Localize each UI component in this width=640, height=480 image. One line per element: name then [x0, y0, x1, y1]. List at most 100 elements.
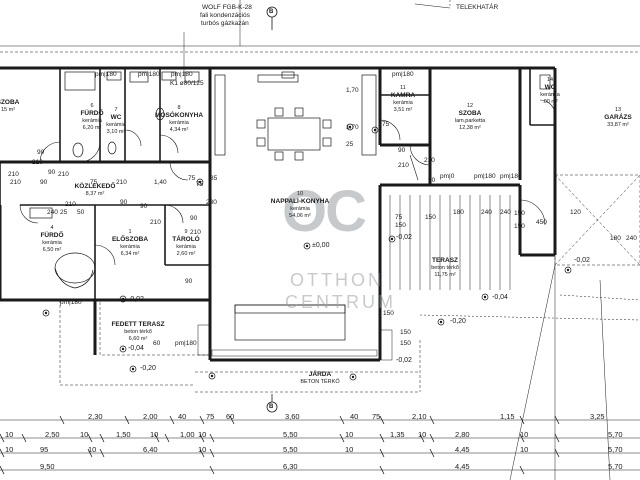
room-number: 10: [296, 191, 304, 197]
plan-label: 90: [398, 147, 406, 154]
dimension-value: 10: [5, 445, 14, 454]
plan-label: 90: [120, 199, 128, 206]
room-surface: kerámia: [393, 100, 413, 106]
room-name: SZOBA: [458, 110, 482, 117]
dimension-value: 6,40: [143, 445, 158, 454]
plan-label: 1,40: [154, 179, 167, 186]
room-surface: kerámia: [290, 206, 310, 212]
plan-label: 180: [453, 209, 464, 216]
plan-label: 230: [206, 199, 217, 206]
room-name: ELŐSZOBA: [111, 236, 149, 243]
level-label: -0,20: [140, 365, 156, 372]
dimension-value: 1,15: [500, 412, 515, 421]
watermark-logo: OC: [282, 179, 367, 244]
plan-label: pm|180: [138, 71, 160, 78]
plan-label: 90: [428, 177, 436, 184]
section-marker-top: B: [269, 9, 274, 15]
room-area: .00 m²: [542, 99, 558, 105]
room-area: 6,60 m²: [128, 336, 148, 342]
dimension-value: 4,45: [455, 462, 470, 471]
room-name: KAMRA: [390, 92, 416, 99]
level-label: -0,02: [574, 257, 590, 264]
boiler-note-2: fali kondenzációs: [200, 12, 250, 19]
plot-boundary-label: TELEKHATÁR: [456, 4, 499, 11]
dimension-value: 10: [150, 430, 159, 439]
plan-label: pm|180: [392, 71, 414, 78]
dimension-value: 2,30: [88, 412, 103, 421]
plan-label: 210: [65, 201, 76, 208]
dimension-value: 3,25: [590, 412, 605, 421]
room-name: WC: [110, 114, 122, 121]
plan-label: pm|180: [175, 340, 197, 347]
plan-label: 60: [153, 340, 161, 347]
plan-label: 210: [190, 229, 201, 236]
room-name: MOSÓKONYHA: [154, 112, 204, 119]
room-number: 11: [400, 85, 406, 91]
dimension-value: 75: [372, 412, 381, 421]
dimension-value: 10: [520, 430, 529, 439]
dimension-value: 2,80: [455, 430, 470, 439]
room-name: TERASZ: [432, 257, 458, 264]
dimension-value: 10: [198, 430, 207, 439]
plan-label: pm|180: [171, 71, 193, 78]
plan-label: 75: [90, 179, 98, 186]
plan-label: 75: [382, 121, 390, 128]
dimension-value: 2,00: [143, 412, 158, 421]
room-name: FÜRDŐ: [80, 110, 104, 117]
plan-label: 50: [77, 209, 85, 216]
dimension-value: 10: [520, 445, 529, 454]
plan-label: 240: [500, 209, 511, 216]
dimension-value: 1,35: [390, 430, 405, 439]
boiler-note-3: turbós gázkazán: [201, 20, 249, 27]
dimension-value: 1,50: [116, 430, 131, 439]
plan-label: pm|180: [474, 173, 496, 180]
room-surface: kerámia: [540, 92, 560, 98]
dimension-value: 10: [5, 430, 14, 439]
dimension-value: 75: [206, 412, 215, 421]
room-area: 6,50 m²: [42, 247, 62, 253]
plan-label: 210: [116, 179, 127, 186]
plan-label: 90: [40, 179, 48, 186]
plan-label: K1 ø80/125: [170, 80, 204, 87]
level-label: ±0,00: [312, 242, 330, 249]
dimension-value: 95: [40, 445, 49, 454]
plan-label: 1,70: [346, 87, 359, 94]
plan-label: 210: [58, 171, 69, 178]
room-surface: beton térkő: [124, 329, 152, 335]
room-surface: kerámia: [176, 244, 196, 250]
dimension-value: 2,50: [45, 430, 60, 439]
level-label: -0,02: [396, 357, 412, 364]
room-number: 8: [177, 105, 181, 111]
dimension-value: 60: [226, 412, 235, 421]
room-area: 6,20 m²: [82, 125, 102, 131]
room-number: 12: [466, 103, 474, 109]
dimension-value: 40: [178, 412, 187, 421]
plan-label: 85: [210, 175, 218, 182]
plan-label: 75: [196, 181, 204, 188]
dimension-value: 10: [198, 445, 207, 454]
plan-label: 150: [400, 329, 411, 336]
plan-label: pm|180: [95, 71, 117, 78]
level-label: -0,04: [128, 345, 144, 352]
room-name: NAPPALI-KONYHA: [270, 198, 330, 205]
level-label: -0,20: [450, 318, 466, 325]
room-area: 33,87 m²: [607, 122, 629, 128]
room-name: SZOBA: [0, 99, 20, 106]
plan-label: 25: [346, 141, 354, 148]
dimension-value: 40: [350, 412, 359, 421]
room-surface: kerámia: [169, 120, 189, 126]
boiler-note-1: WOLF FGB-K-28: [202, 4, 252, 11]
plan-label: pm|0: [440, 173, 455, 180]
room-surface: kerámia: [82, 118, 102, 124]
plan-label: 120: [570, 209, 581, 216]
room-number: 7: [114, 107, 118, 113]
plan-label: 75: [188, 175, 196, 182]
room-name: FÜRDŐ: [40, 232, 64, 239]
room-name: WC: [544, 84, 556, 91]
room-surface: kerámia: [120, 244, 140, 250]
dimension-value: 5,70: [608, 430, 623, 439]
plan-label: 90: [37, 149, 45, 156]
dimension-value: 5,50: [283, 445, 298, 454]
room-area: 54,06 m²: [289, 213, 311, 219]
